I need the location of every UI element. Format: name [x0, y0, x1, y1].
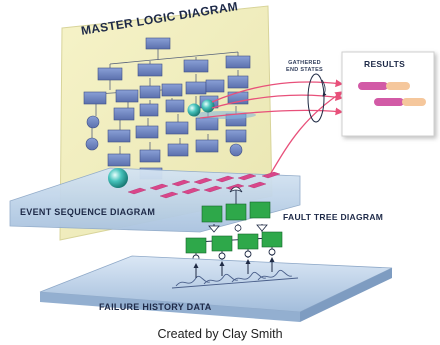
- results-title: RESULTS: [364, 59, 406, 69]
- ring-arrow: [321, 79, 327, 97]
- gathered-end-states-label: GATHERED END STATES: [286, 60, 324, 73]
- mld-circle-nodes: [85, 115, 243, 157]
- gathered-end-states-ring: [307, 73, 325, 123]
- results-bar-1: [358, 82, 410, 90]
- failure-data-curves: [171, 269, 299, 289]
- results-bar-2: [374, 98, 426, 106]
- event-sequence-diagram-label: EVENT SEQUENCE DIAGRAM: [20, 207, 156, 217]
- failure-history-plane-edge: [40, 292, 300, 322]
- sphere-upper-left: [187, 103, 201, 117]
- data-to-event-arrows: [193, 257, 275, 278]
- sphere-esd: [108, 168, 128, 188]
- credit-caption: Created by Clay Smith: [157, 327, 283, 341]
- fault-tree-boxes-top: [201, 201, 271, 223]
- event-sequence-plane: [9, 167, 301, 233]
- esd-event-markers: [127, 171, 281, 199]
- results-panel: [341, 51, 435, 137]
- fault-tree-diagram-label: FAULT TREE DIAGRAM: [283, 212, 384, 222]
- failure-history-plane-side: [300, 268, 392, 322]
- or-gate-symbol: [229, 186, 243, 193]
- fault-tree-gates: [208, 224, 268, 233]
- sphere-upper-right: [201, 99, 215, 113]
- failure-history-data-label: FAILURE HISTORY DATA: [99, 302, 212, 312]
- fault-tree-boxes-bottom: [185, 231, 283, 254]
- end-state-arrows: [199, 79, 344, 179]
